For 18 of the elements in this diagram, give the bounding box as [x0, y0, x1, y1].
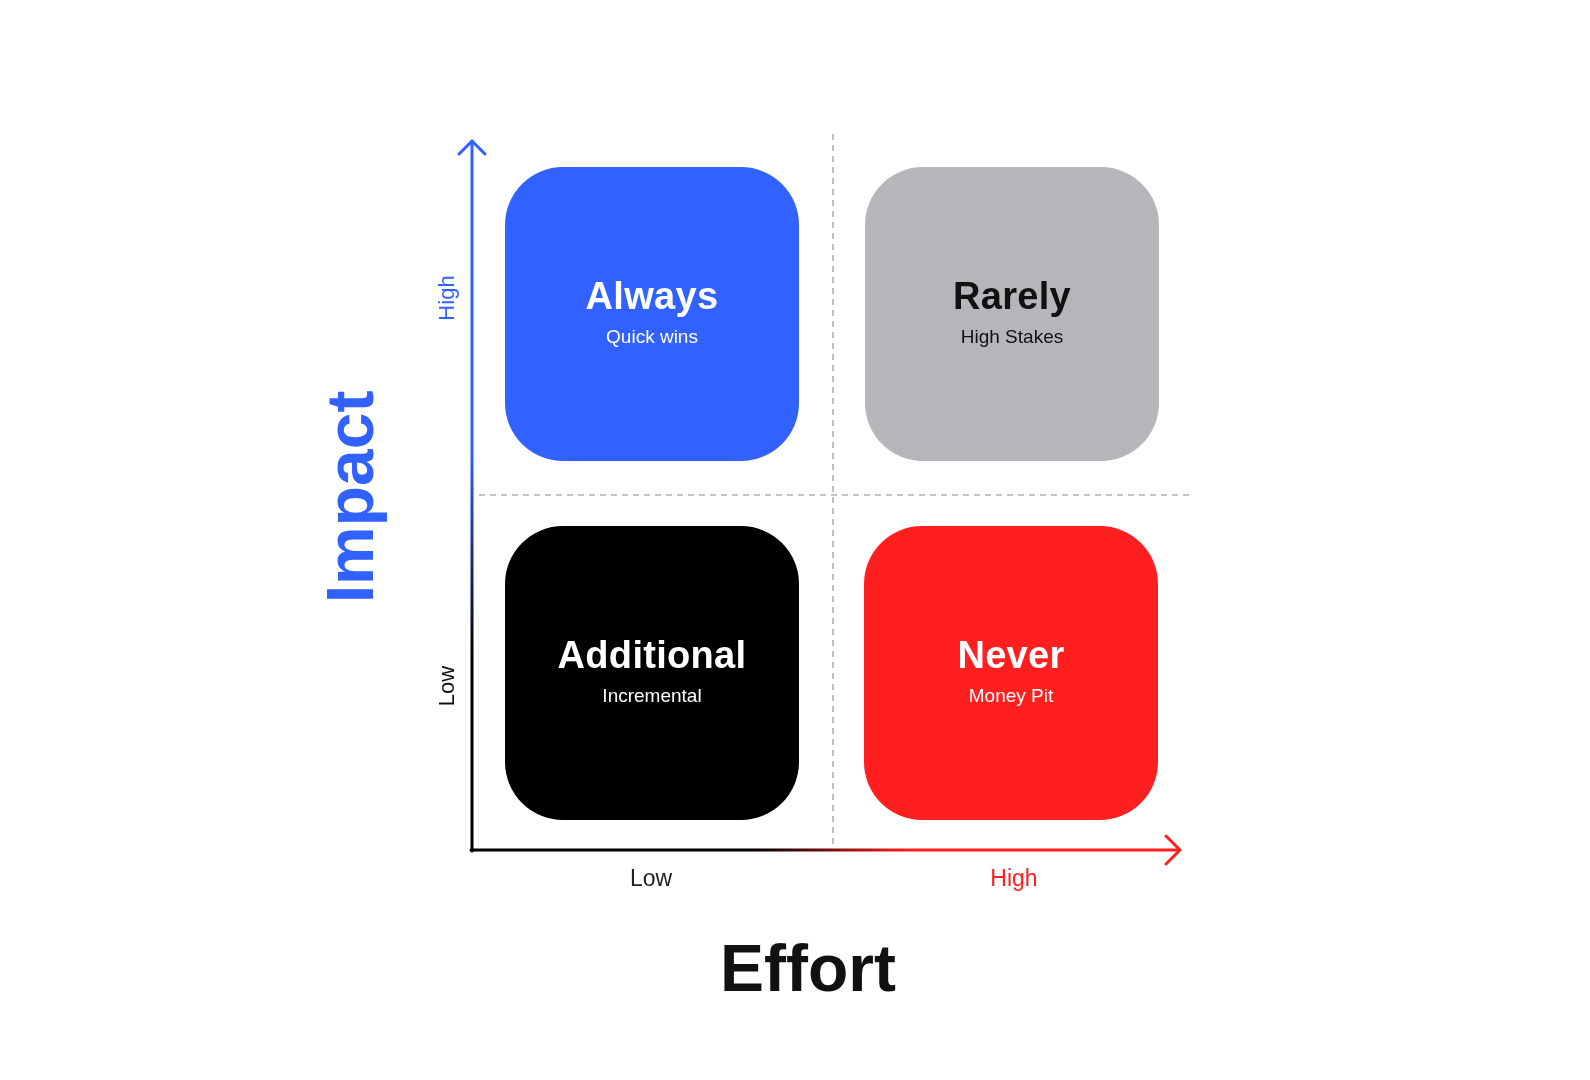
quadrant-subtitle: High Stakes [960, 326, 1064, 350]
quadrant-card [864, 526, 1158, 820]
quadrant-card [505, 526, 799, 820]
quadrant-title: Never [957, 633, 1065, 678]
quadrant-subtitle: Money Pit [968, 685, 1054, 709]
quadrant-subtitle: Incremental [602, 685, 702, 709]
axis-title: Impact [313, 390, 387, 604]
axis-label: High [434, 275, 460, 321]
axis-title: Effort [720, 931, 896, 1005]
axis-label: High [990, 866, 1038, 892]
quadrant-subtitle: Quick wins [606, 326, 698, 350]
quadrant-title: Always [585, 274, 719, 319]
quadrant-title: Rarely [953, 274, 1071, 319]
quadrant-title: Additional [557, 633, 747, 678]
axis-label: Low [434, 665, 460, 707]
quadrant-card [505, 167, 799, 461]
axis-label: Low [629, 866, 673, 892]
quadrant-card [865, 167, 1159, 461]
